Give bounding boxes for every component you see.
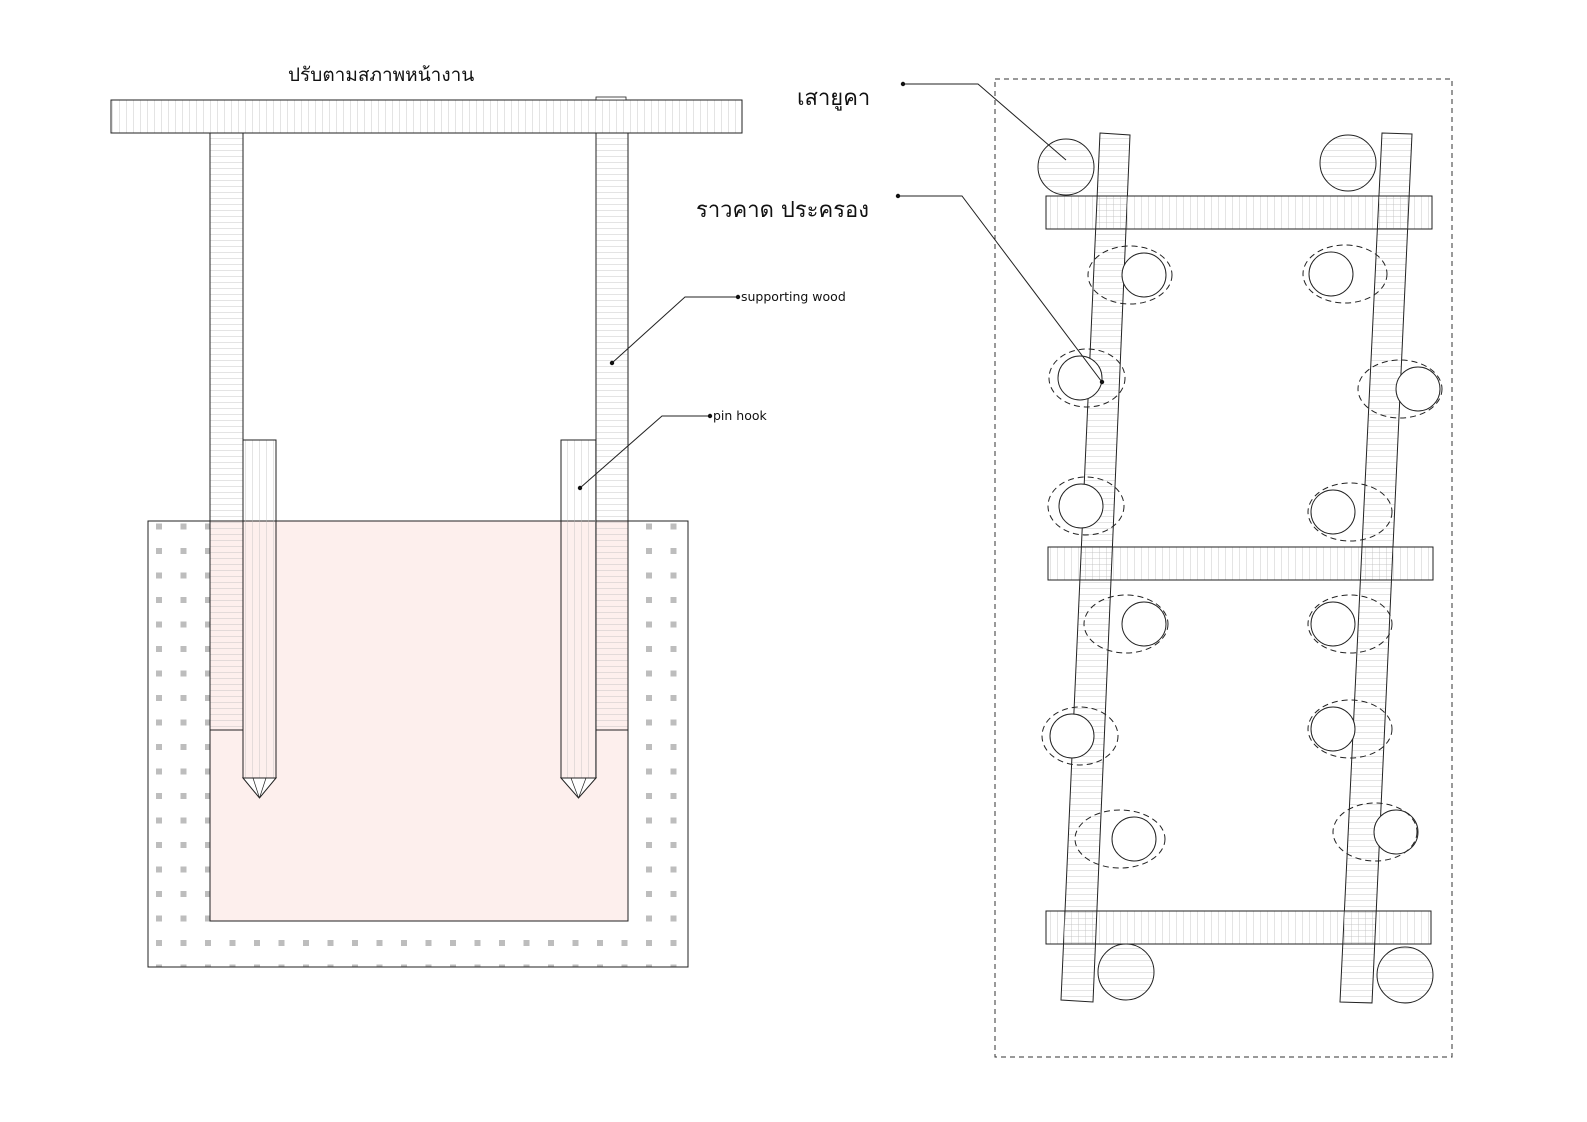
post-label: เสายูคา (797, 86, 871, 111)
plan-frame (994, 78, 1453, 1058)
brace-label: ราวคาด ประครอง (696, 198, 869, 223)
brace-rail-bottom (1045, 910, 1432, 945)
soil-fill (209, 520, 629, 922)
supporting-wood-right (595, 132, 629, 731)
leader-pin-hook (577, 413, 713, 491)
tie-rings (1041, 244, 1443, 869)
pin-hook-label: pin hook (713, 408, 767, 423)
plan-view (895, 78, 1453, 1058)
brace-rail-top (1045, 195, 1433, 230)
brace-rail-middle (1047, 546, 1434, 581)
top-board (110, 99, 743, 134)
supporting-wood-label: supporting wood (741, 289, 846, 304)
pin-hook-right (559, 439, 598, 799)
top-board-cap (595, 96, 627, 101)
eucalyptus-logs (1037, 134, 1441, 1004)
leader-supporting-wood (609, 294, 741, 366)
supporting-wood-left (209, 132, 244, 731)
leader-brace (895, 193, 1105, 385)
adjust-to-site-note: ปรับตามสภาพหน้างาน (288, 64, 475, 86)
pin-hook-left (241, 439, 278, 799)
leader-post (900, 81, 1067, 161)
section-view (110, 96, 743, 968)
